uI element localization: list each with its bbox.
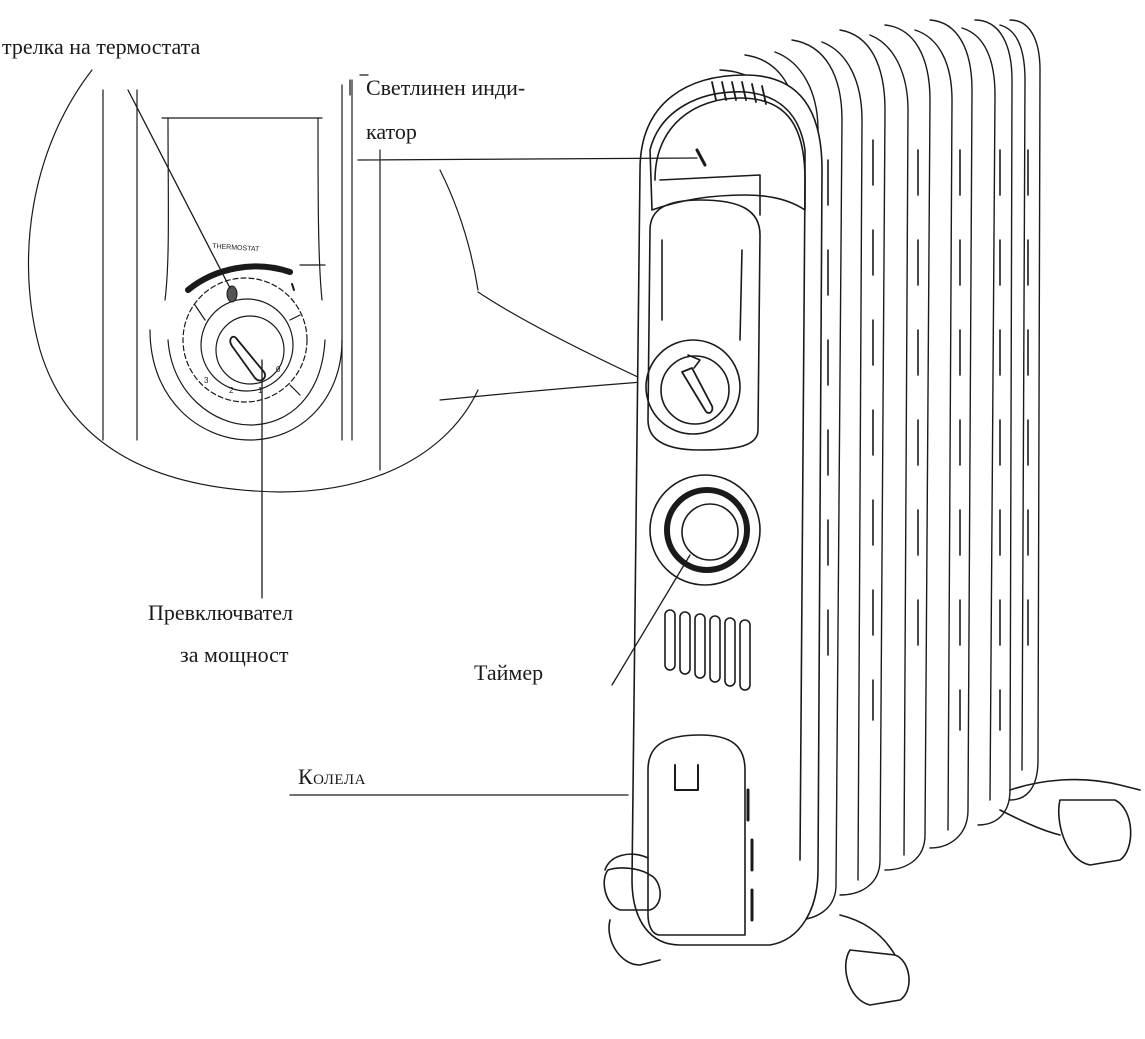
dial-inner-ring [215,315,285,385]
dial-pos-3: 3 [204,376,209,385]
fin-5 [884,24,931,871]
fin-3-inner [774,51,819,906]
leader-indicator-bracket [349,74,369,96]
panel-inner-left [164,117,169,301]
fin-5-inner [869,34,909,856]
dial-thermostat-text: THERMOSTAT [212,243,260,253]
timer-outer [649,474,761,586]
fin-4-inner [821,41,863,881]
fin-4 [839,29,886,896]
cord-cover [647,734,746,936]
foot-back-right [1009,778,1141,791]
panel-inner-right [317,117,323,301]
fin-8 [1009,19,1041,801]
magnifier-circle-outline [27,69,479,493]
fin-7-inner [961,27,996,801]
power-knob-handle [229,335,266,382]
fin-3 [791,39,843,921]
leader-indicator [357,157,698,161]
top-handle-lower [659,174,761,216]
label-thermostat-arrow: трелка на термостата [2,34,201,59]
foot-front-right [839,914,896,956]
label-power-switch-line2: за мощност [180,642,289,667]
radiator-knob-outer [645,339,741,435]
label-wheels: Колела [298,764,366,789]
label-power-switch-line1: Превключвател [148,600,294,625]
cord-side-slots [746,788,754,922]
recess-slot-2 [739,249,743,341]
radiator-knob-inner [660,355,730,425]
dial-pos-1: 1 [258,386,263,395]
dial-pos-0: 0 [276,365,281,374]
timer-ring [664,487,750,573]
thermostat-scale-tick [291,283,295,291]
top-vents [711,81,767,105]
front-panel [631,74,823,946]
fin-6-inner [914,29,953,831]
wheel-front-left-hub [608,919,661,966]
label-light-indicator-line2: катор [366,119,417,144]
leader-thermostat [127,89,231,289]
cord-cover-handle [674,764,699,791]
magnified-detail [27,69,643,493]
fin-7 [974,19,1013,826]
magnifier-connector-upper [477,291,641,379]
radiator-knob-flag [687,354,701,369]
radiator-knob-handle [681,367,714,414]
control-surround-inner [167,339,326,426]
timer-face [681,503,739,561]
light-indicator [695,148,707,167]
wheel-back-right [1058,799,1132,866]
leader-timer [611,554,691,686]
label-timer: Таймер [474,660,544,685]
wheels [603,778,1141,1006]
thermostat-scale-arc [185,263,293,293]
front-panel-inner [654,97,806,861]
leader-lines [127,74,698,796]
magnifier-connector-lower [439,381,643,401]
foot-back-left [999,809,1061,836]
label-light-indicator-line1: Светлинен инди- [366,75,526,100]
fin-6 [929,19,973,849]
wheel-front-right [845,949,910,1006]
control-recess [647,199,761,451]
magnifier-circle-top [439,169,479,291]
dial-tick-2 [289,314,301,321]
dial-tick-3 [289,384,301,396]
fin-slots [827,139,1029,731]
dial-middle-ring [200,298,294,392]
lower-vents [664,609,751,691]
wheel-front-left [603,867,661,911]
dial-pos-2: 2 [229,386,234,395]
top-handle-outline [649,91,806,211]
wheel-front-left-top [604,853,649,871]
control-surround-outer [149,329,343,441]
dial-outer-ring [182,277,308,403]
thermostat-pointer [226,285,238,303]
dial-tick-1 [194,304,206,321]
fin-8-inner [999,24,1026,771]
